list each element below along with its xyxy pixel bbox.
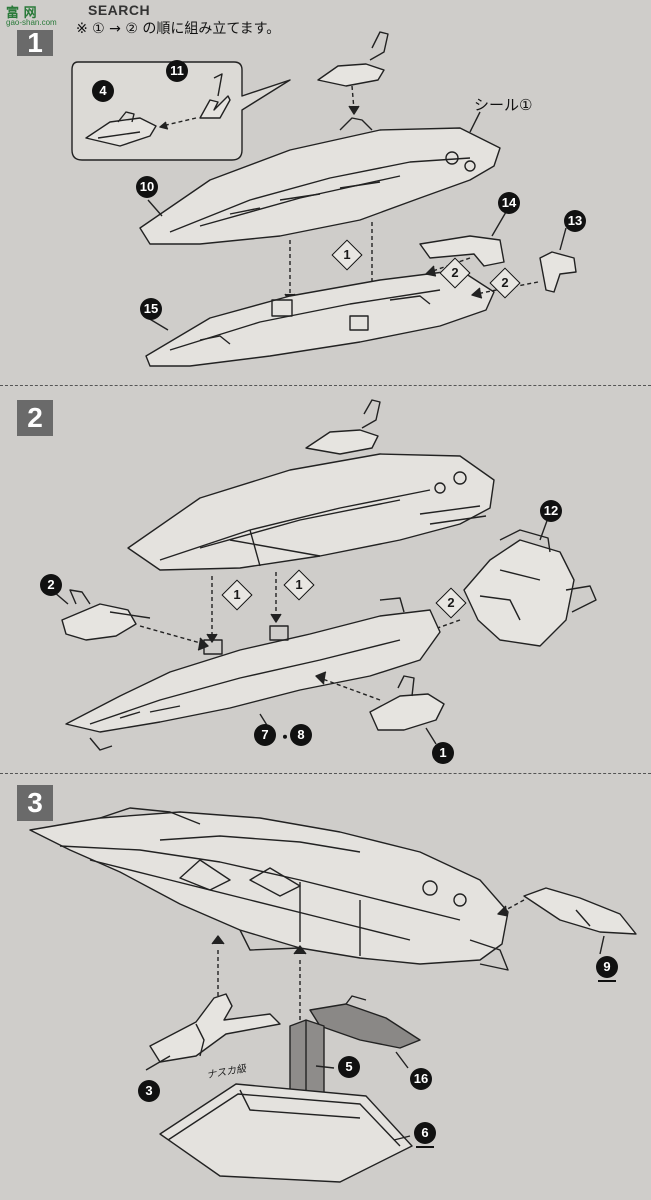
part-callout-12: 12 <box>540 500 562 522</box>
part-callout-3: 3 <box>138 1080 160 1102</box>
step-2-badge: 2 <box>17 400 53 436</box>
section-divider <box>0 773 651 774</box>
part-pair-separator: ・ <box>277 728 294 747</box>
part-callout-15: 15 <box>140 298 162 320</box>
part-callout-16: 16 <box>410 1068 432 1090</box>
part-callout-6: 6 <box>414 1122 436 1148</box>
site-logo-url[interactable]: gao-shan.com <box>6 18 57 27</box>
site-logo[interactable]: 富 网 <box>6 5 38 20</box>
part-callout-5: 5 <box>338 1056 360 1078</box>
page-header: 富 网 gao-shan.com SEARCH ※ ① → ② の順に組み立てま… <box>0 0 651 37</box>
part-callout-14: 14 <box>498 192 520 214</box>
step-1-badge: 1 <box>17 29 53 57</box>
part-callout-13: 13 <box>564 210 586 232</box>
part-callout-1: 1 <box>432 742 454 764</box>
seal-label: シール① <box>474 96 533 114</box>
part-callout-8: 8 <box>290 724 312 746</box>
search-watermark: SEARCH <box>88 2 151 18</box>
section-divider <box>0 385 651 386</box>
part-callout-11: 11 <box>166 60 188 82</box>
assembly-order-note: ※ ① → ② の順に組み立てます。 <box>76 21 281 37</box>
step-3-badge: 3 <box>17 785 53 821</box>
part-callout-4: 4 <box>92 80 114 102</box>
part-callout-2: 2 <box>40 574 62 596</box>
part-callout-7: 7 <box>254 724 276 746</box>
part-callout-9: 9 <box>596 956 618 982</box>
part-callout-10: 10 <box>136 176 158 198</box>
